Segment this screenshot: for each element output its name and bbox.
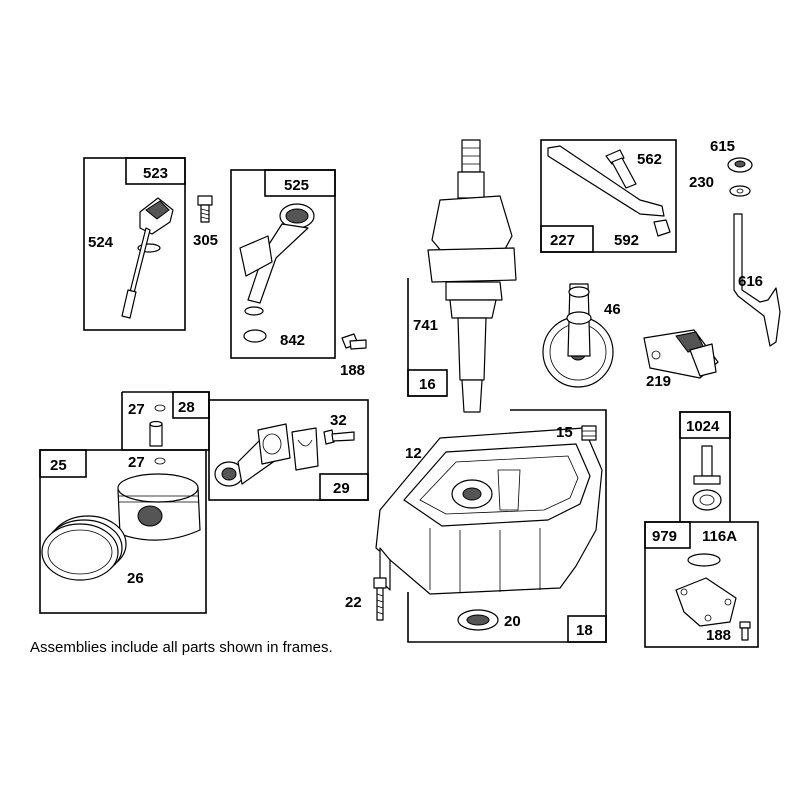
part-label-592: 592 [614,232,639,249]
part-label-27-piston-clip: 27 [128,454,145,471]
oil-pump-rotor-part [692,445,722,511]
cover-bolt-188 [739,621,751,641]
part-label-305: 305 [193,232,218,249]
frame-label-525: 525 [284,177,309,194]
assembly-frame-525: 525 842 [230,169,336,359]
bolt-22 [373,577,387,621]
frame-label-979: 979 [652,528,677,545]
bolt-188 [341,333,367,350]
breather-plug-15 [581,425,597,441]
part-label-116a: 116A [702,528,737,545]
frame-label-523: 523 [143,165,168,182]
connecting-rod-part [214,423,319,487]
part-label-562: 562 [637,151,662,168]
frame-label-1024: 1024 [686,418,720,435]
part-label-842: 842 [280,332,305,349]
part-label-27-pin-clip: 27 [128,401,145,418]
part-label-32: 32 [330,412,347,429]
part-label-12: 12 [405,445,422,462]
assemblies-footnote: Assemblies include all parts shown in fr… [30,639,333,656]
assembly-frame-29: 29 32 [208,399,369,501]
part-label-26: 26 [127,570,144,587]
camshaft-46 [542,283,614,388]
part-label-20: 20 [504,613,521,630]
assembly-frame-28: 28 27 [121,391,210,451]
frame-label-227: 227 [550,232,575,249]
crankshaft-frame-16: 16 741 [407,139,517,413]
part-label-188-lower: 188 [706,627,731,644]
assembly-frame-979: 979 116A 188 [644,521,759,648]
dipstick-part [121,197,174,319]
rod-bolt-32 [323,429,355,445]
part-label-524: 524 [88,234,114,251]
oil-seal-20 [457,609,499,631]
crankcase-part [375,427,603,595]
part-label-15: 15 [556,424,573,441]
part-label-615: 615 [710,138,735,155]
frame-label-16: 16 [419,376,436,393]
piston-pin-part [149,420,163,447]
part-label-741: 741 [413,317,438,334]
frame-label-29: 29 [333,480,350,497]
part-label-230: 230 [689,174,714,191]
part-label-22: 22 [345,594,362,611]
assembly-frame-523: 523 524 [83,157,186,331]
frame-label-28: 28 [178,399,195,416]
part-label-616: 616 [738,273,763,290]
bolt-305 [197,195,213,223]
governor-shaft-parts [727,157,781,347]
governor-assembly-219 [643,329,719,379]
piston-rings-part [41,515,127,581]
part-label-188-upper: 188 [340,362,365,379]
oil-pump-cover-part [675,553,737,627]
crankshaft-part [427,139,517,413]
assembly-frame-227: 227 562 592 [540,139,677,253]
assembly-frame-18: 18 15 12 20 [375,409,607,643]
part-label-219: 219 [646,373,671,390]
frame-label-18: 18 [576,622,593,639]
oil-fill-tube-part [239,203,315,343]
assembly-frame-25: 25 27 26 [39,449,207,614]
governor-lever-part [547,145,671,237]
piston-part [117,473,201,541]
part-label-46: 46 [604,301,621,318]
frame-label-25: 25 [50,457,67,474]
assembly-frame-1024: 1024 [679,411,731,522]
